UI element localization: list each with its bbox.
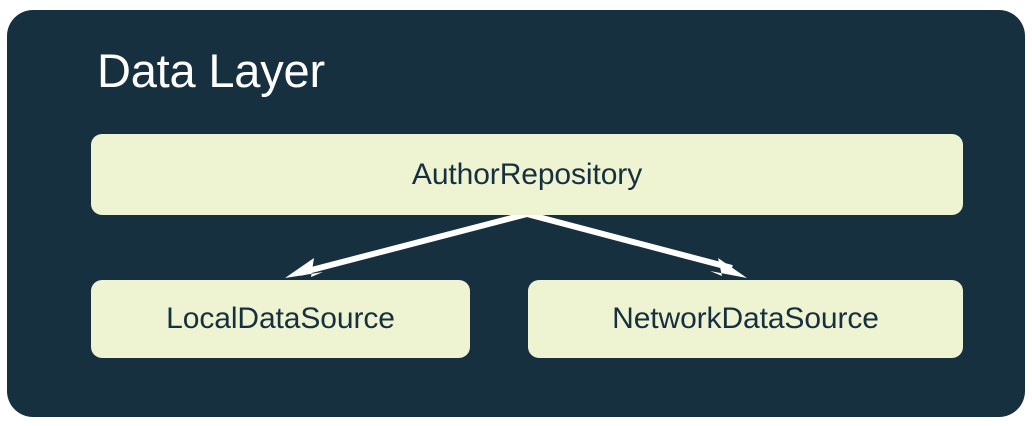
node-author-repository[interactable]: AuthorRepository xyxy=(91,134,963,215)
node-network-data-source[interactable]: NetworkDataSource xyxy=(528,280,963,358)
page-title: Data Layer xyxy=(97,44,325,97)
node-label: LocalDataSource xyxy=(166,302,395,335)
node-local-data-source[interactable]: LocalDataSource xyxy=(91,280,470,358)
node-label: AuthorRepository xyxy=(411,157,643,191)
node-label: NetworkDataSource xyxy=(612,302,879,335)
